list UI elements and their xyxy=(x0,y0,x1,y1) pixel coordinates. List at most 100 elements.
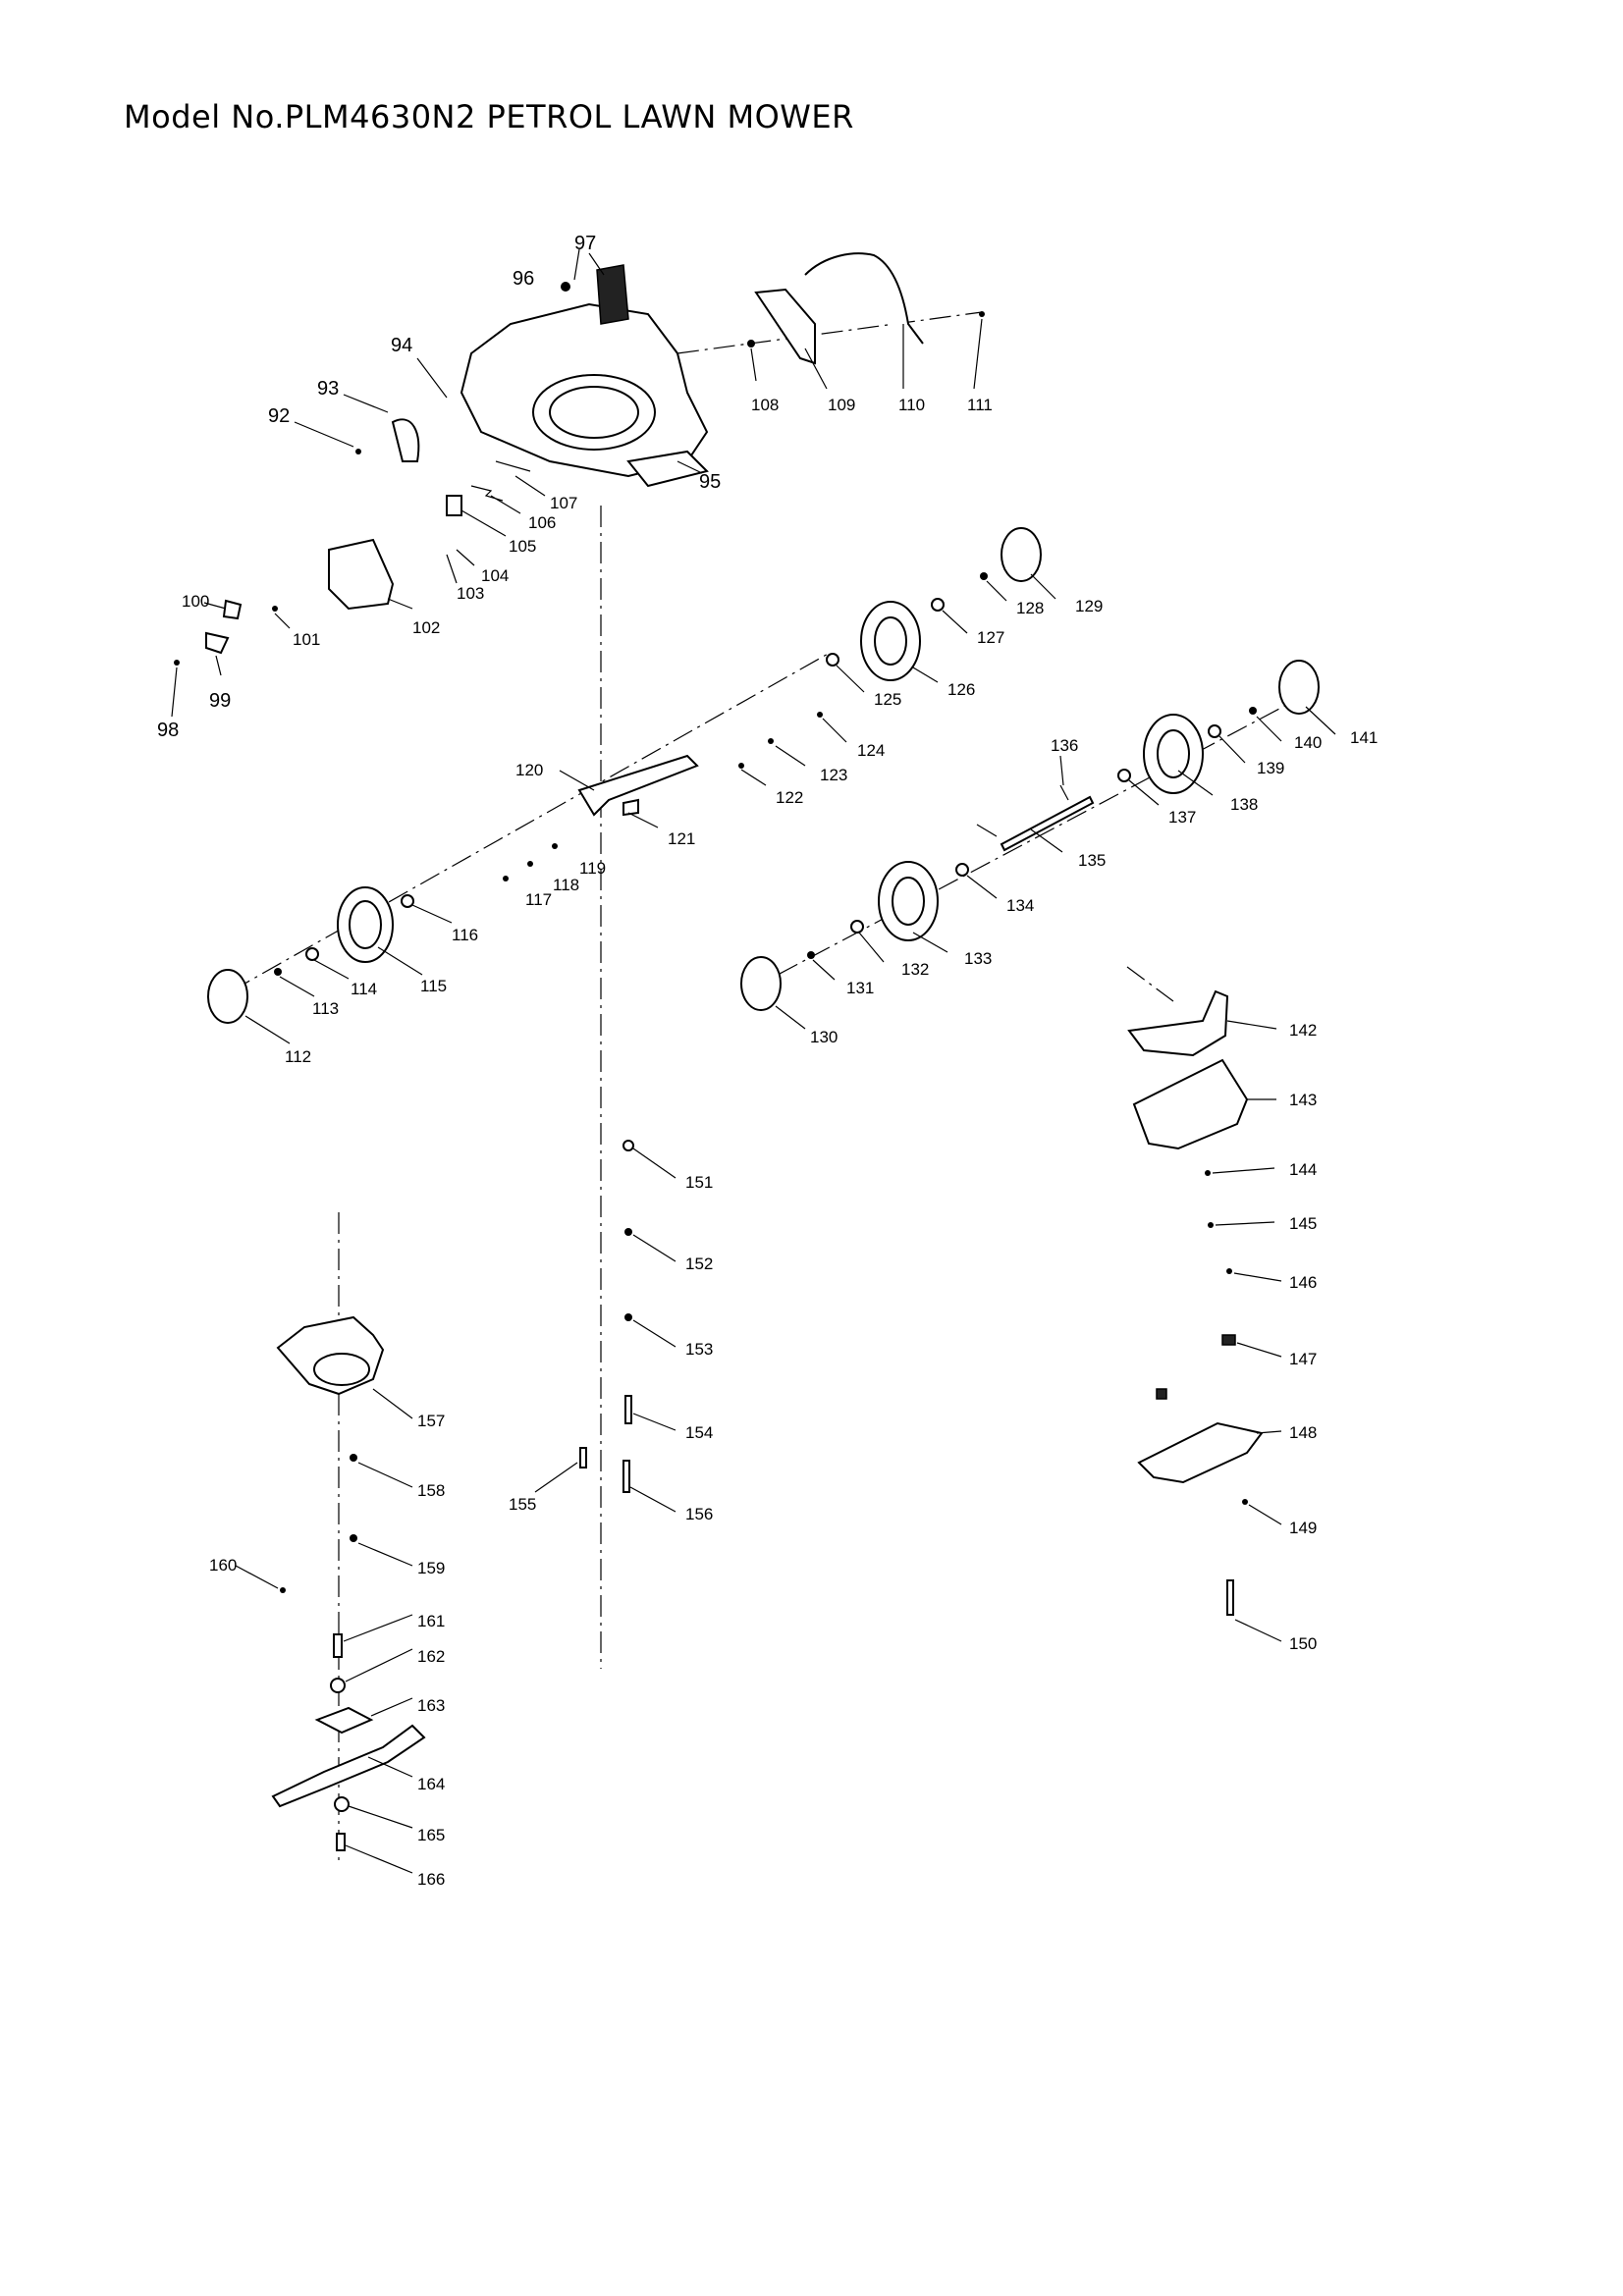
label-143: 143 xyxy=(1289,1091,1317,1109)
label-93: 93 xyxy=(317,378,339,400)
label-122: 122 xyxy=(776,788,803,807)
flap-hinge xyxy=(446,495,462,516)
label-129: 129 xyxy=(1075,597,1103,615)
label-96: 96 xyxy=(513,268,534,290)
label-100: 100 xyxy=(182,592,209,611)
label-158: 158 xyxy=(417,1481,445,1500)
front-bearing-125 xyxy=(826,653,839,667)
engine-bolt-155 xyxy=(579,1447,587,1468)
mulch-plug xyxy=(1132,1058,1249,1150)
label-123: 123 xyxy=(820,766,847,784)
label-110: 110 xyxy=(898,396,925,414)
mulch-screw-144 xyxy=(1205,1170,1211,1176)
label-154: 154 xyxy=(685,1423,713,1442)
label-152: 152 xyxy=(685,1255,713,1273)
blade-washer-159 xyxy=(350,1534,357,1542)
label-114: 114 xyxy=(351,980,377,998)
center-axis-front-wheels xyxy=(230,652,831,992)
handle-bolt xyxy=(747,340,755,347)
front-hubcap-right xyxy=(1001,527,1042,582)
mower-deck xyxy=(460,302,709,488)
label-130: 130 xyxy=(810,1028,838,1046)
label-132: 132 xyxy=(901,960,929,979)
rear-nut-131 xyxy=(807,951,815,959)
label-136: 136 xyxy=(1051,736,1078,755)
label-124: 124 xyxy=(857,741,885,760)
front-nut-113 xyxy=(274,968,282,976)
chute-nut-149 xyxy=(1242,1499,1248,1505)
axle-screw-124 xyxy=(817,712,823,718)
label-98: 98 xyxy=(157,720,179,741)
label-163: 163 xyxy=(417,1696,445,1715)
label-99: 99 xyxy=(209,690,231,712)
label-112: 112 xyxy=(285,1047,311,1066)
center-axis-handle-bolts xyxy=(676,311,983,354)
rear-axle-bolt xyxy=(1059,784,1069,801)
rear-bearing-132 xyxy=(850,920,864,934)
label-128: 128 xyxy=(1016,599,1044,617)
label-140: 140 xyxy=(1294,733,1322,752)
blade-spacer-162 xyxy=(330,1678,346,1693)
blade-bolt-166 xyxy=(336,1833,346,1851)
front-bearing-116 xyxy=(401,894,414,908)
rear-hubcap-right xyxy=(1278,660,1320,715)
lever-nut xyxy=(272,606,278,612)
label-147: 147 xyxy=(1289,1350,1317,1368)
label-118: 118 xyxy=(553,876,579,894)
label-159: 159 xyxy=(417,1559,445,1577)
label-103: 103 xyxy=(457,584,484,603)
front-nut-128 xyxy=(980,572,988,580)
label-133: 133 xyxy=(964,949,992,968)
handle-nut xyxy=(979,311,985,317)
label-144: 144 xyxy=(1289,1160,1317,1179)
label-94: 94 xyxy=(391,335,412,356)
mulch-cover xyxy=(1127,989,1229,1057)
label-102: 102 xyxy=(412,618,440,637)
axle-washer-119 xyxy=(552,843,558,849)
label-142: 142 xyxy=(1289,1021,1317,1040)
adjuster-plate xyxy=(622,798,639,817)
side-bracket xyxy=(391,418,420,462)
leader-lines xyxy=(171,248,1336,1874)
engine-bolt-head-151 xyxy=(622,1140,634,1151)
label-117: 117 xyxy=(525,890,552,909)
blade-key-161 xyxy=(333,1633,343,1658)
blade-bolt-160 xyxy=(280,1587,286,1593)
front-bearing-114 xyxy=(305,947,319,961)
label-125: 125 xyxy=(874,690,901,709)
label-121: 121 xyxy=(668,829,695,848)
engine-washer-153 xyxy=(624,1313,632,1321)
label-151: 151 xyxy=(685,1173,713,1192)
center-axis-mulch xyxy=(1126,966,1174,1002)
center-axis-rear-wheels xyxy=(745,691,1312,992)
label-92: 92 xyxy=(268,405,290,427)
side-bracket-screw xyxy=(355,449,361,454)
label-141: 141 xyxy=(1350,728,1378,747)
blade-screw-158 xyxy=(350,1454,357,1462)
label-137: 137 xyxy=(1168,808,1196,827)
cutting-blade xyxy=(271,1724,426,1808)
label-97: 97 xyxy=(574,233,596,254)
engine-bolt-154 xyxy=(624,1395,632,1424)
page-title: Model No.PLM4630N2 PETROL LAWN MOWER xyxy=(124,98,854,135)
chute-clip-147 xyxy=(1221,1334,1236,1346)
label-109: 109 xyxy=(828,396,855,414)
label-104: 104 xyxy=(481,566,509,585)
label-145: 145 xyxy=(1289,1214,1317,1233)
label-166: 166 xyxy=(417,1870,445,1889)
label-135: 135 xyxy=(1078,851,1106,870)
front-hubcap-left xyxy=(207,969,248,1024)
label-148: 148 xyxy=(1289,1423,1317,1442)
label-101: 101 xyxy=(293,630,320,649)
chute-bolt-150 xyxy=(1226,1579,1234,1616)
rear-wheel-left xyxy=(878,861,939,941)
blade-washer-165 xyxy=(334,1796,350,1812)
flap-rod xyxy=(495,460,531,472)
rear-wheel-right xyxy=(1143,714,1204,794)
label-156: 156 xyxy=(685,1505,713,1523)
label-164: 164 xyxy=(417,1775,445,1793)
chute-clip-left xyxy=(1156,1388,1167,1400)
handle-bar xyxy=(804,252,924,345)
mulch-screw-145 xyxy=(1208,1222,1214,1228)
